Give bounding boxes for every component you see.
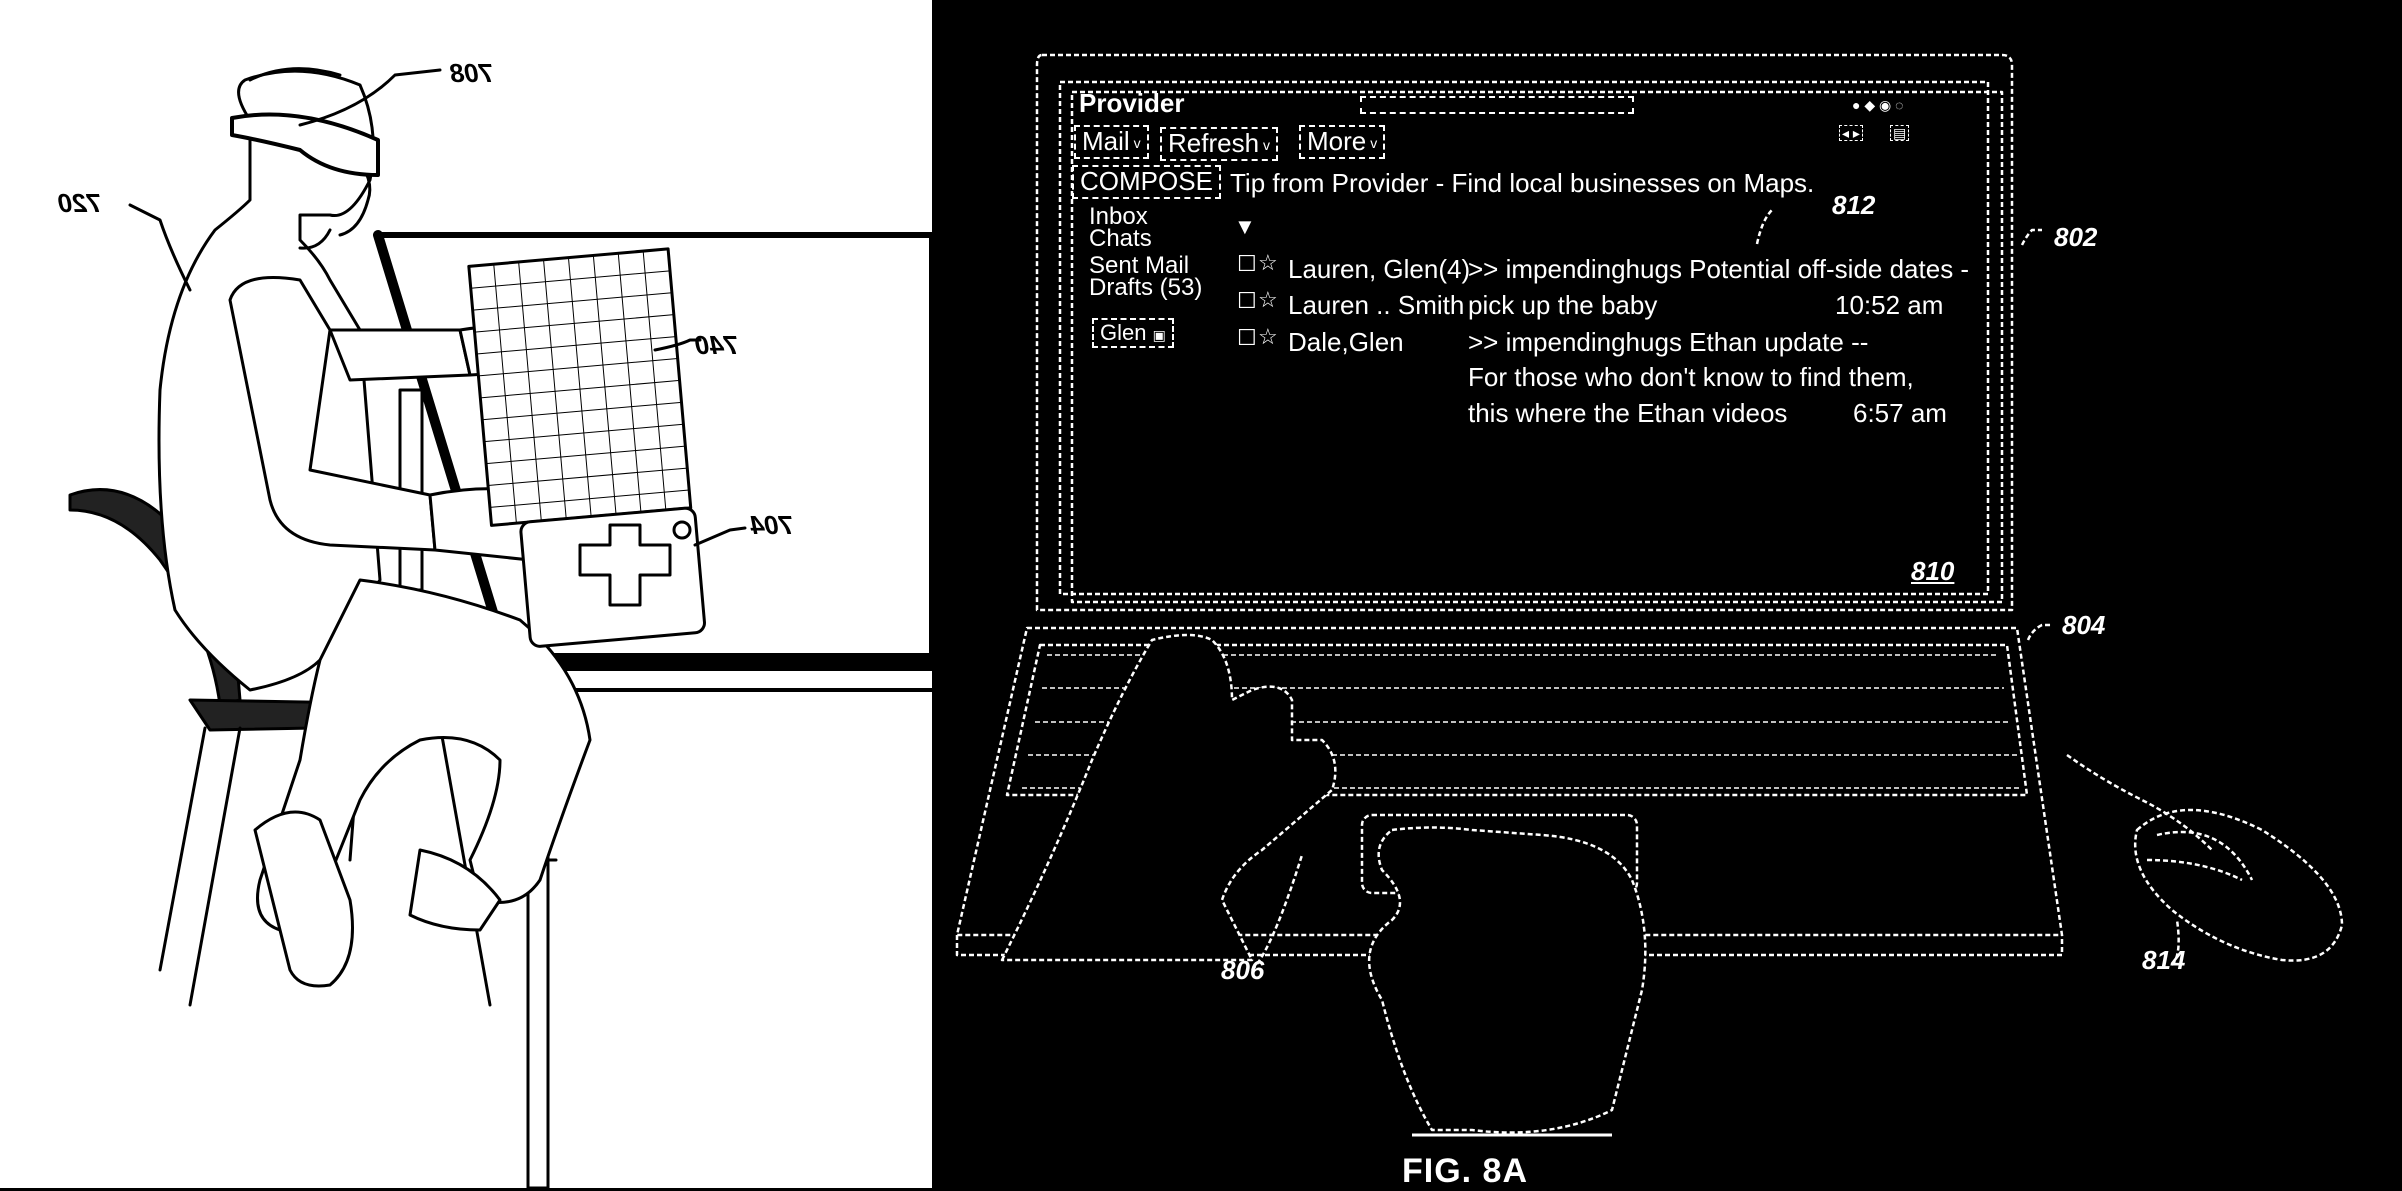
ref-812: 812: [1832, 190, 1876, 220]
mouse-icon: [2133, 808, 2344, 962]
compose-button[interactable]: COMPOSE: [1072, 165, 1221, 200]
nav-sent[interactable]: Sent Mail: [1089, 252, 1190, 279]
ref-806: 806: [1221, 955, 1265, 985]
message-snippet[interactable]: For those who don't know to find them,: [1468, 362, 1914, 392]
ref-810: 810: [1911, 556, 1955, 586]
message-subject[interactable]: >> impendinghugs Ethan update --: [1468, 327, 1869, 357]
app-title: Provider: [1079, 88, 1185, 118]
laptop-drawing: [955, 53, 2344, 1137]
message-snippet[interactable]: pick up the baby: [1468, 290, 1658, 320]
pager-icon[interactable]: ◂ ▸: [1839, 125, 1863, 141]
message-sender[interactable]: Lauren .. Smith: [1288, 290, 1465, 320]
message-sender[interactable]: Dale,Glen: [1288, 327, 1404, 357]
ref-708: 708: [450, 58, 494, 88]
nav-drafts[interactable]: Drafts (53): [1089, 274, 1203, 301]
settings-icon[interactable]: ▤: [1890, 125, 1910, 141]
nav-inbox[interactable]: Inbox: [1089, 203, 1148, 230]
touchpad-icon: [1360, 813, 1639, 895]
checkbox-icon[interactable]: ☐: [1237, 251, 1257, 276]
chevron-down-icon: v: [1133, 134, 1141, 151]
star-icon[interactable]: ☆: [1258, 250, 1278, 275]
ref-814: 814: [2142, 945, 2186, 975]
tip-banner: Tip from Provider - Find local businesse…: [1230, 168, 1815, 198]
checkbox-icon[interactable]: ☐: [1237, 288, 1257, 313]
ref-802: 802: [2054, 222, 2098, 252]
ref-804: 804: [2062, 610, 2106, 640]
chat-user-glen[interactable]: Glen ▣: [1092, 318, 1174, 349]
message-time: 10:52 am: [1835, 290, 1944, 320]
chevron-down-icon: v: [1370, 134, 1378, 151]
search-input[interactable]: [1360, 96, 1634, 114]
checkbox-icon[interactable]: ☐: [1237, 325, 1257, 350]
keyboard-icon: [467, 247, 693, 527]
chevron-down-icon: v: [1263, 136, 1271, 153]
message-time: 6:57 am: [1853, 398, 1947, 428]
gamepad-icon: [519, 506, 706, 648]
left-illustration: 708 720 740 704: [0, 0, 932, 1188]
chat-status-icon: ▣: [1152, 327, 1166, 343]
nav-chats[interactable]: Chats: [1089, 225, 1152, 252]
star-icon[interactable]: ☆: [1258, 324, 1278, 349]
figure-caption: FIG. 8A: [1402, 1152, 1529, 1190]
message-snippet[interactable]: this where the Ethan videos: [1468, 398, 1788, 428]
message-sender[interactable]: Lauren, Glen(4): [1288, 254, 1471, 284]
headset-icon: [230, 112, 380, 177]
sort-arrow-icon[interactable]: ▼: [1234, 214, 1256, 239]
ref-720: 720: [58, 188, 102, 218]
ref-704: 704: [750, 510, 794, 540]
ref-740: 740: [695, 330, 739, 360]
star-icon[interactable]: ☆: [1258, 287, 1278, 312]
person-at-desk-drawing: [68, 67, 932, 1188]
message-subject[interactable]: >> impendinghugs Potential off-side date…: [1468, 254, 1970, 284]
account-icons[interactable]: ● ◆ ◉ ◌: [1852, 97, 1904, 113]
